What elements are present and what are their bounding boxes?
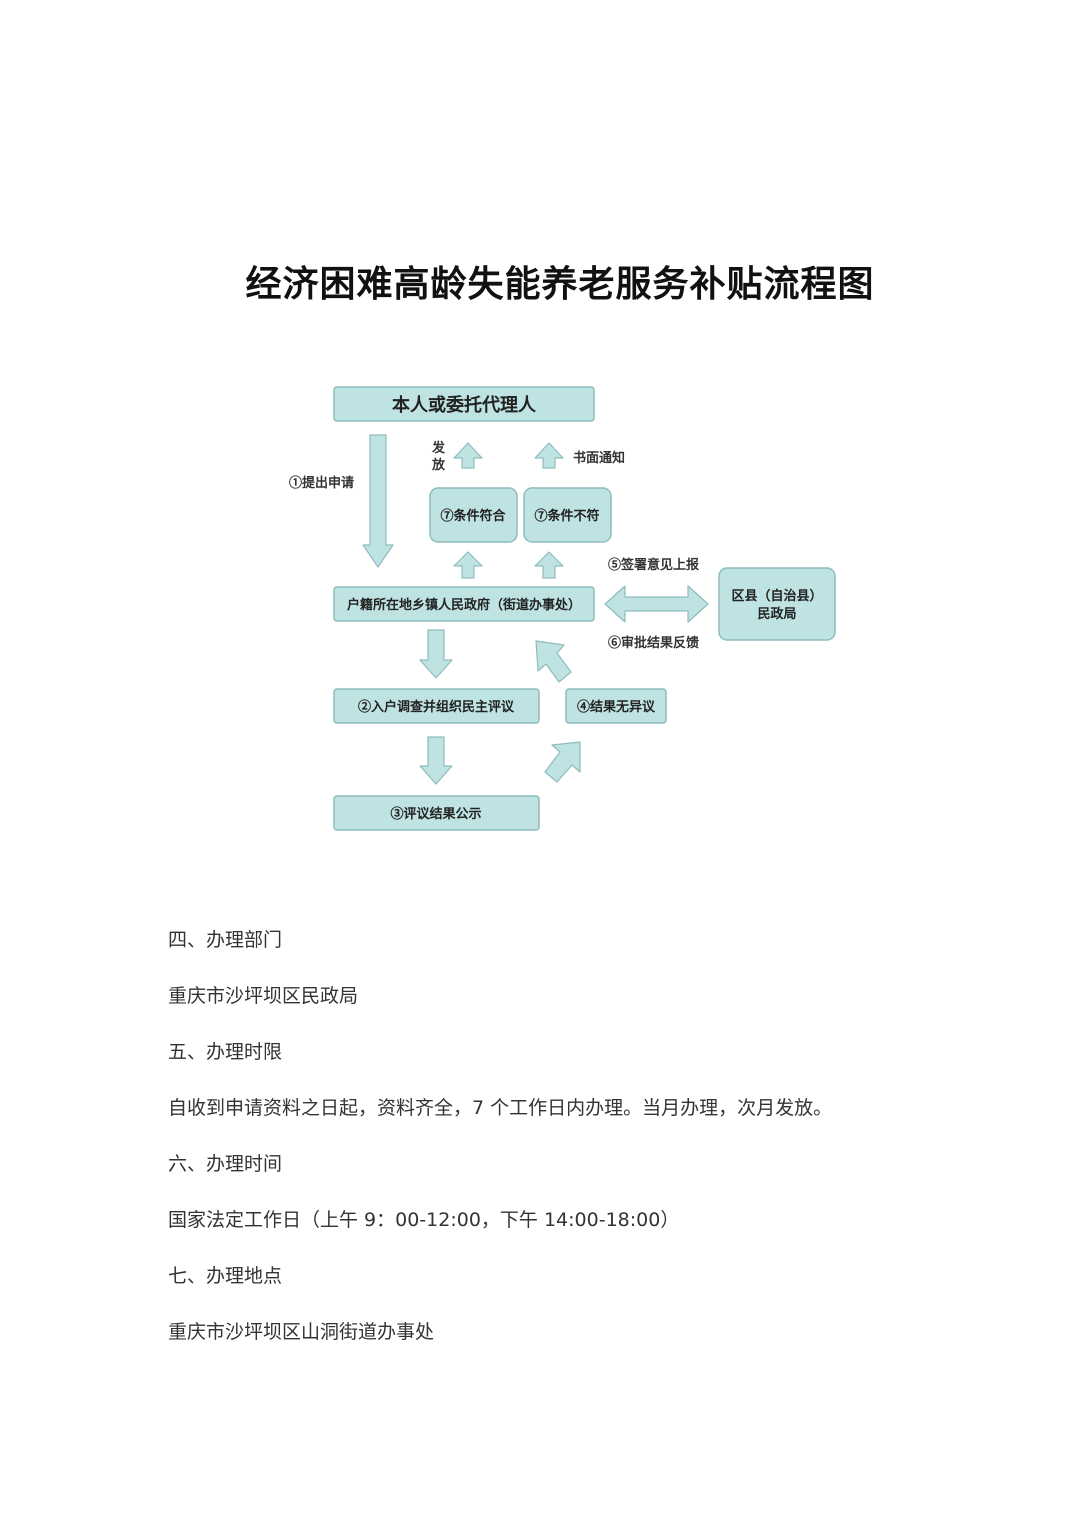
arrow-township-to-unqualified xyxy=(534,551,564,579)
node-qualified-label: ⑦条件符合 xyxy=(440,508,506,524)
arrow-no-objection-to-township xyxy=(535,640,572,683)
node-district-label-line2: 民政局 xyxy=(757,606,796,622)
label-issue-line2: 放 xyxy=(431,457,446,473)
section-heading-hours: 六、办理时间 xyxy=(168,1153,283,1175)
label-written-notice: 书面通知 xyxy=(573,450,625,466)
document-sections: 四、办理部门 重庆市沙坪坝区民政局 五、办理时限 自收到申请资料之日起，资料齐全… xyxy=(168,912,928,1360)
section-heading-time-limit: 五、办理时限 xyxy=(168,1041,283,1063)
label-sign-report: ⑤签署意见上报 xyxy=(608,557,700,573)
section-body-hours: 国家法定工作日（上午 9：00-12:00，下午 14:00-18:00） xyxy=(168,1209,680,1231)
node-publicity-box xyxy=(333,795,540,831)
arrow-notice-up xyxy=(534,442,564,469)
node-no-objection-box xyxy=(565,688,667,724)
label-submit: ①提出申请 xyxy=(289,475,354,491)
section-heading-location: 七、办理地点 xyxy=(168,1265,283,1287)
node-district-box xyxy=(718,567,836,641)
node-township-label: 户籍所在地乡镇人民政府（街道办事处） xyxy=(347,597,581,613)
arrow-submit-down xyxy=(362,434,394,568)
arrow-issue-up xyxy=(453,442,483,469)
label-feedback: ⑥审批结果反馈 xyxy=(608,635,699,651)
arrow-township-to-survey xyxy=(419,629,453,679)
node-township-box xyxy=(333,586,595,622)
node-survey-label: ②入户调查并组织民主评议 xyxy=(358,699,515,715)
node-survey-box xyxy=(333,688,540,724)
node-applicant-box xyxy=(333,386,595,422)
arrow-township-to-qualified xyxy=(453,551,483,579)
section-body-department: 重庆市沙坪坝区民政局 xyxy=(168,985,359,1007)
node-no-objection-label: ④结果无异议 xyxy=(577,699,656,715)
arrow-publicity-to-no-objection xyxy=(544,741,581,783)
arrow-double-township-district xyxy=(604,585,709,623)
arrow-survey-to-publicity xyxy=(419,736,453,785)
section-body-location: 重庆市沙坪坝区山洞街道办事处 xyxy=(168,1321,435,1343)
flowchart-title: 经济困难高龄失能养老服务补贴流程图 xyxy=(245,263,875,305)
node-unqualified-box xyxy=(523,487,612,543)
node-applicant-label: 本人或委托代理人 xyxy=(392,394,537,416)
label-issue-line1: 发 xyxy=(431,440,446,456)
node-unqualified-label: ⑦条件不符 xyxy=(534,508,599,524)
section-heading-department: 四、办理部门 xyxy=(168,929,283,951)
node-publicity-label: ③评议结果公示 xyxy=(390,806,481,822)
node-district-label-line1: 区县（自治县） xyxy=(731,588,822,604)
section-body-time-limit: 自收到申请资料之日起，资料齐全，7 个工作日内办理。当月办理，次月发放。 xyxy=(168,1097,833,1119)
node-qualified-box xyxy=(429,487,518,543)
